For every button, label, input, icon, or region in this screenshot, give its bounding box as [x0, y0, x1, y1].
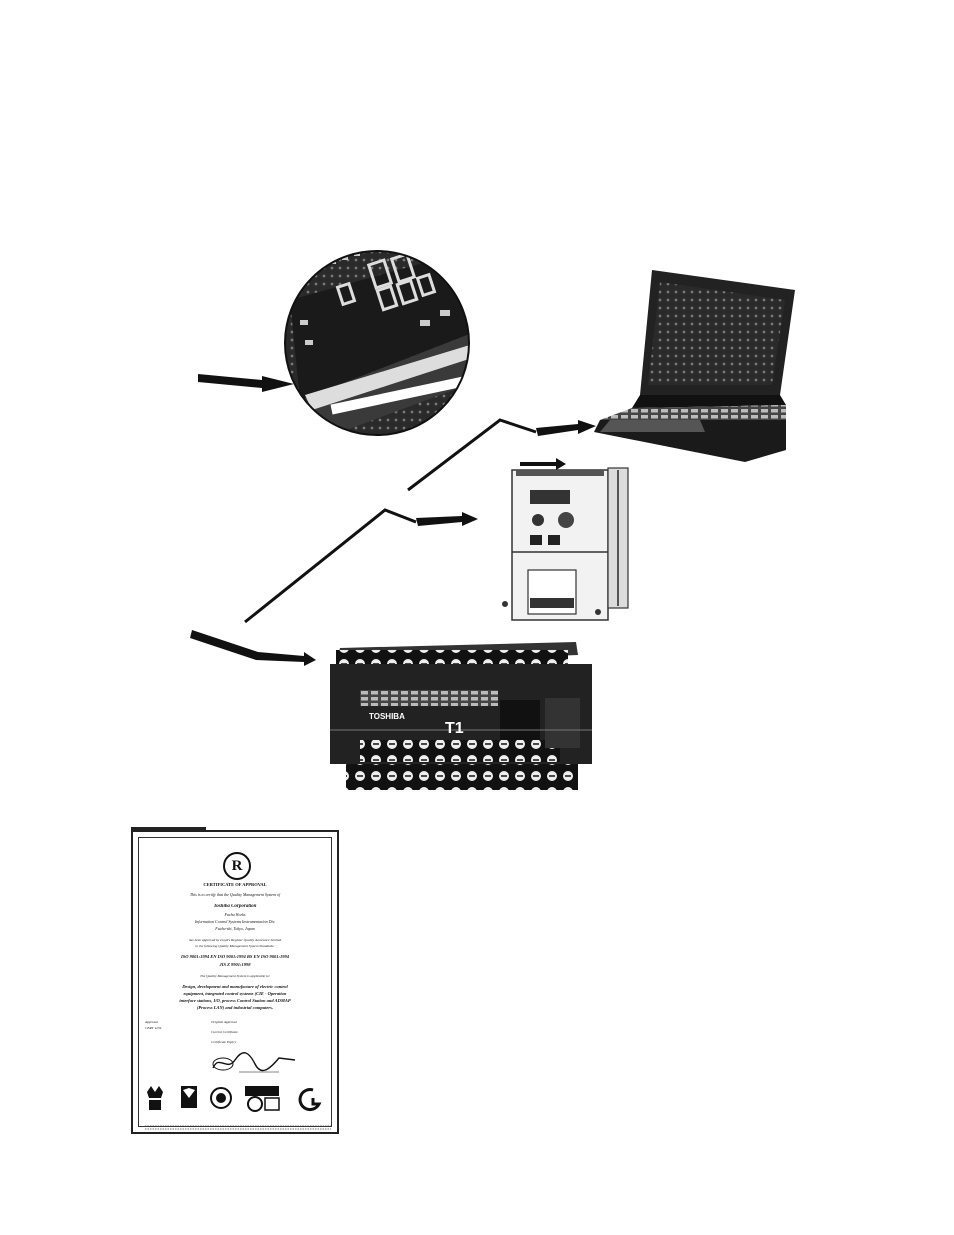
- certificate-scope-3: interface stations, I/O, process Control…: [179, 998, 291, 1003]
- seal-logo-icon: [210, 1087, 232, 1109]
- certificate-heading: CERTIFICATE OF APPROVAL: [203, 882, 267, 887]
- certificate-date-2: Current Certificate: [211, 1030, 238, 1034]
- circuit-board-magnified: [284, 250, 470, 436]
- crown-logo-icon: [147, 1086, 163, 1110]
- certificate-date-1: Original Approval: [211, 1020, 237, 1024]
- certificate-fine-print: [145, 1125, 331, 1130]
- jab-logo-icon: [298, 1088, 322, 1112]
- certificate-scope-1: Design, development and manufacture of e…: [182, 984, 288, 989]
- plc-model-label: T1: [445, 720, 464, 737]
- certificate-line-4: Fuchu-shi, Tokyo, Japan: [215, 926, 255, 931]
- accreditation-logos: [147, 1086, 322, 1112]
- plc-brand-label: TOSHIBA: [369, 712, 405, 721]
- system-diagram: TOSHIBA T1: [190, 250, 795, 790]
- certificate-standard-1: ISO 9001:1994 EN ISO 9001:1994 BS EN ISO…: [180, 954, 289, 959]
- certificate-line-1: This is to certify that the Quality Mana…: [189, 892, 281, 897]
- certificate-approval-label: Approval: [145, 1020, 158, 1024]
- registered-mark-icon: R: [223, 852, 251, 880]
- certificate-top-bar: [131, 827, 206, 830]
- rva-logo-icon: [245, 1086, 280, 1112]
- certificate-line-7: The Quality Management System is applica…: [200, 974, 270, 978]
- arrows: [190, 420, 596, 666]
- arrow-to-inverter: [416, 512, 478, 526]
- arrow-to-board: [198, 374, 294, 392]
- arrow-to-plc: [190, 630, 316, 666]
- certificate-line-3: Information Control Systems Instrumentat…: [194, 919, 276, 924]
- certificate-of-approval: R CERTIFICATE OF APPROVAL This is to cer…: [131, 830, 339, 1134]
- inverter-device: [502, 467, 629, 621]
- certificate-line-5: has been approved by Lloyd's Register Qu…: [188, 938, 282, 942]
- plc-controller: [330, 642, 592, 790]
- certificate-scope-2: equipment, integrated control systems (C…: [183, 991, 287, 996]
- certificate-standard-2: JIS Z 9901:1998: [219, 962, 251, 967]
- arrow-small-inverter-top: [520, 458, 566, 470]
- signature-icon: [212, 1052, 296, 1073]
- certificate-company: Toshiba Corporation: [213, 904, 257, 909]
- line-laptop-to-inverter: [407, 418, 537, 492]
- certificate-scope-4: (Process LAN) and industrial computers.: [196, 1005, 274, 1010]
- ukas-logo-icon: [181, 1086, 197, 1108]
- line-inverter-to-plc: [244, 508, 417, 624]
- certificate-date-3: Certificate Expiry: [211, 1040, 237, 1044]
- arrow-to-laptop: [536, 420, 596, 436]
- certificate-approval-number: CERT 1234: [145, 1026, 162, 1030]
- laptop-computer: [594, 270, 795, 462]
- certificate-line-6: to the following Quality Management Syst…: [195, 944, 275, 948]
- connection-lines: [244, 418, 537, 624]
- certificate-line-2: Fuchu Works: [224, 912, 246, 917]
- certificate-border: R CERTIFICATE OF APPROVAL This is to cer…: [138, 837, 332, 1130]
